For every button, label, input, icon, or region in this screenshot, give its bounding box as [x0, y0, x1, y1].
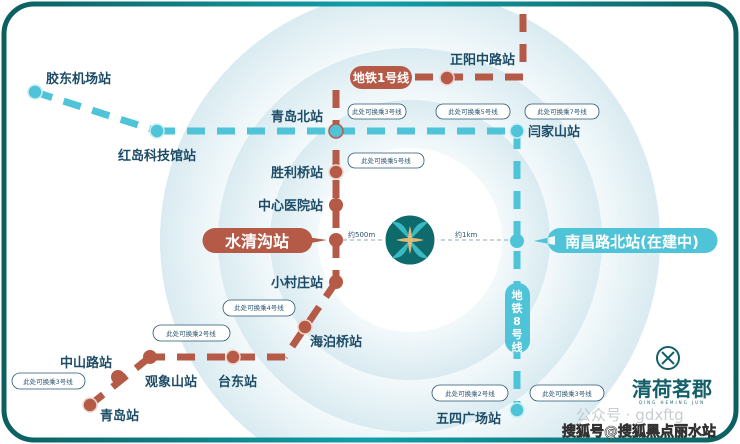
station-label: 正阳中路站: [450, 52, 515, 68]
transfer-icon-wusiguangchang[interactable]: [509, 402, 525, 418]
transfer-icon-shengliqiao[interactable]: [328, 164, 344, 180]
construction-station-badge: [534, 228, 718, 253]
line8-label: 地 铁 8 号 线: [512, 288, 523, 354]
transfer-icon-qingdao[interactable]: [82, 397, 98, 413]
station-label: 红岛科技馆站: [118, 148, 196, 164]
station-label: 青岛站: [100, 408, 139, 424]
current-station-label: 水清沟站: [225, 232, 289, 251]
brand-logo: 清荷茗郡 QING HEMING JUN: [632, 346, 712, 405]
station-label: 海泊桥站: [310, 334, 362, 350]
station-dot-xiaocunzhuang[interactable]: [329, 275, 343, 289]
distance-1km: 约1km: [455, 230, 478, 239]
line1-badge: [350, 66, 412, 89]
station-dot-guanxiangshan[interactable]: [143, 350, 157, 364]
svg-text:地: 地: [512, 288, 523, 302]
callout-text: 此处可换乘3号线: [542, 389, 592, 398]
distance-500m: 约500m: [348, 230, 375, 239]
callout-text: 此处可换乘4号线: [234, 303, 284, 312]
station-dot-zhongxinyiyuan[interactable]: [329, 198, 343, 212]
station-dot-zhongshanlu[interactable]: [111, 370, 125, 384]
line8-stations: [27, 84, 525, 418]
station-dot-shuiqinggou[interactable]: [329, 233, 343, 247]
station-label: 中心医院站: [258, 198, 323, 214]
svg-text:铁: 铁: [512, 301, 523, 315]
station-label: 闫家山站: [528, 124, 580, 140]
construction-station-label: 南昌路北站(在建中): [565, 233, 699, 251]
callout-text: 此处可换乘3号线: [352, 107, 402, 116]
callout-text: 此处可换乘7号线: [537, 107, 587, 116]
brand-subtitle: QING HEMING JUN: [639, 400, 705, 405]
project-location-icon: [382, 212, 438, 268]
station-dot-jiaodongairport[interactable]: [27, 84, 43, 100]
callout-bubbles: [11, 103, 605, 402]
station-label: 五四广场站: [436, 411, 501, 427]
transfer-icon-haiboqiao[interactable]: [297, 319, 313, 335]
station-label: 观象山站: [145, 374, 197, 390]
transfer-icon-taidong[interactable]: [225, 349, 241, 365]
transfer-icon-yanjiashan[interactable]: [509, 123, 525, 139]
current-station-badge: [202, 228, 327, 253]
station-label: 中山路站: [60, 355, 112, 371]
station-label: 青岛北站: [271, 109, 323, 125]
callout-text: 此处可换乘5号线: [361, 156, 411, 165]
station-label: 台东站: [218, 374, 257, 390]
callout-text: 此处可换乘3号线: [23, 377, 73, 386]
callout-text: 此处可换乘5号线: [448, 107, 498, 116]
station-label: 小村庄站: [271, 275, 323, 291]
station-label: 胶东机场站: [46, 71, 111, 87]
callout-text: 此处可换乘2号线: [166, 329, 216, 338]
svg-text:号: 号: [512, 328, 523, 341]
station-label: 胜利桥站: [271, 165, 323, 181]
svg-text:8: 8: [513, 315, 521, 328]
callout-text: 此处可换乘2号线: [445, 389, 495, 398]
line8-badge: [505, 283, 530, 353]
brand-name: 清荷茗郡: [632, 377, 712, 401]
sohu-watermark: 搜狐号@搜狐黑点丽水站: [562, 423, 716, 440]
station-dot-hongdao[interactable]: [149, 123, 165, 139]
line1-stations: [82, 70, 455, 413]
line1-label: 地铁1号线: [353, 70, 409, 85]
wechat-watermark: 公众号 · gdxftg: [576, 406, 684, 424]
station-dot-zhengyangzhonglu[interactable]: [439, 70, 455, 86]
transfer-icon-qingdaobei[interactable]: [328, 123, 344, 139]
station-dot-nanchanglubei[interactable]: [510, 234, 524, 248]
svg-text:线: 线: [512, 340, 523, 354]
